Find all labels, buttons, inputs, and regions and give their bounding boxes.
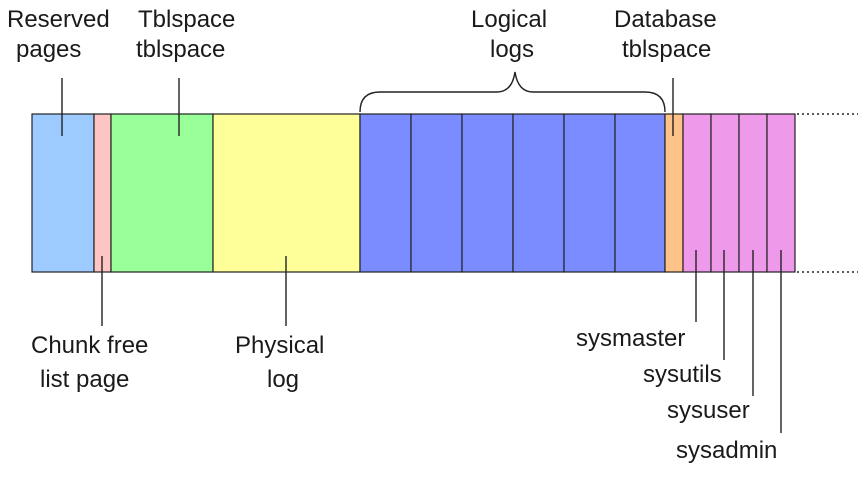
tblspace-tblspace-segment xyxy=(110,113,214,273)
sysadmin-label: sysadmin xyxy=(676,437,777,464)
logical-log-segment-1 xyxy=(359,113,412,273)
logical-logs-brace xyxy=(359,71,666,113)
sysuser-label: sysuser xyxy=(667,397,750,424)
physical-log-segment xyxy=(212,113,361,273)
logical-log-segment-6 xyxy=(614,113,666,273)
logical-log-segment-4 xyxy=(512,113,565,273)
reserved-pages-segment xyxy=(31,113,95,273)
sysmaster-label: sysmaster xyxy=(576,325,685,352)
logical-log-segment-2 xyxy=(410,113,463,273)
logical-log-segment-5 xyxy=(563,113,616,273)
chunk-free-list-segment xyxy=(93,113,112,273)
logical-log-segment-3 xyxy=(461,113,514,273)
sysmaster-segment xyxy=(682,113,712,273)
sysutils-segment xyxy=(710,113,740,273)
sysutils-label: sysutils xyxy=(643,361,722,388)
sysuser-segment xyxy=(738,113,768,273)
database-tblspace-segment xyxy=(664,113,684,273)
sysadmin-segment xyxy=(766,113,796,273)
